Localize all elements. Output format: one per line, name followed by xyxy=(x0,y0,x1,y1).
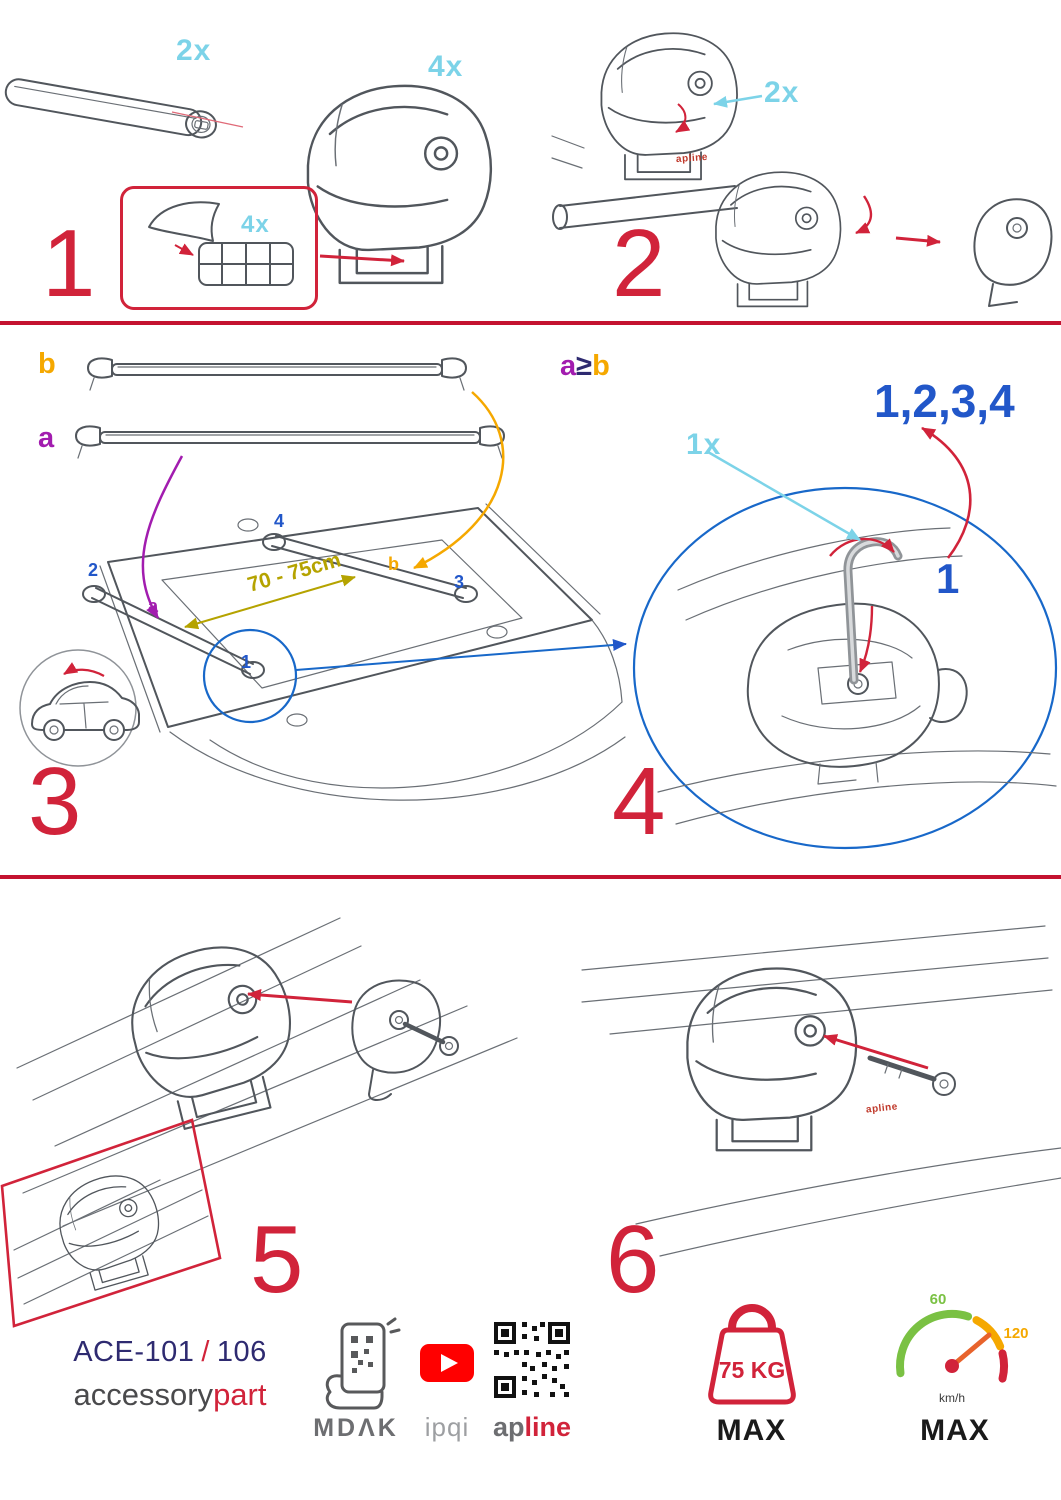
lock-quantity-label: 2x xyxy=(764,76,800,109)
apline-logo-text: apline xyxy=(486,1412,578,1443)
relation-b: b xyxy=(592,350,610,382)
roof-bar-a-label: a xyxy=(148,596,159,616)
foot-mounting-drawing xyxy=(16,917,518,1227)
roof-position-4: 4 xyxy=(274,511,284,531)
relation-a: a xyxy=(560,350,577,382)
bar-relation-label: a≥b xyxy=(560,350,610,383)
max-weight-icon: 75 KG xyxy=(708,1304,796,1405)
bar-distance-label: 70 - 75cm xyxy=(245,548,343,596)
roof-position-1: 1 xyxy=(241,652,251,672)
mdak-logo-text: MDΛK xyxy=(313,1414,399,1442)
step-1-number: 1 xyxy=(42,210,95,317)
youtube-icon xyxy=(420,1344,474,1382)
brand-wordmark: accessorypart xyxy=(50,1377,290,1413)
rubber-pad-inset: 4x xyxy=(120,186,318,310)
step-5-number: 5 xyxy=(250,1206,303,1313)
roof-position-2: 2 xyxy=(88,560,98,580)
apline-gray: ap xyxy=(492,1412,525,1442)
model-number: ACE-101/106 xyxy=(50,1336,290,1369)
section-divider-top xyxy=(0,321,1061,325)
bar-assembly-drawing xyxy=(552,171,1053,308)
bar-a-label: a xyxy=(38,422,55,454)
ipqi-logo-text: ipqi xyxy=(424,1412,470,1442)
model-brand-block: ACE-101/106 accessorypart xyxy=(50,1336,290,1413)
crossbar-tube-drawing xyxy=(4,78,217,139)
step-4-number: 4 xyxy=(612,748,665,855)
brand-red: part xyxy=(213,1377,267,1412)
speed-unit-label: km/h xyxy=(939,1391,965,1405)
foot-quantity-label: 4x xyxy=(428,50,464,83)
pad-quantity-label: 4x xyxy=(241,211,270,238)
qr-code xyxy=(494,1322,570,1398)
section-divider-bottom xyxy=(0,875,1061,879)
qr-scan-hand-icon xyxy=(325,1317,401,1410)
step-6-number: 6 xyxy=(606,1206,659,1313)
weight-max-label: MAX xyxy=(716,1414,787,1447)
speed-max-label: MAX xyxy=(920,1414,990,1447)
roof-bar-b-label: b xyxy=(388,554,399,574)
roof-position-3: 3 xyxy=(454,572,464,592)
tightening-order-label: 1,2,3,4 xyxy=(874,375,1015,427)
two-crossbars-drawing xyxy=(75,357,505,459)
model-separator: / xyxy=(201,1336,210,1368)
speed-low-label: 60 xyxy=(930,1291,947,1308)
bar-b-label: b xyxy=(38,348,56,380)
model-left: ACE-101 xyxy=(73,1336,195,1368)
closed-foot-inset-drawing xyxy=(13,1164,209,1305)
speed-high-label: 120 xyxy=(1003,1325,1028,1342)
foot-with-lock-drawing xyxy=(551,32,738,181)
rubber-pad-drawing xyxy=(148,201,294,286)
car-side-view-inset xyxy=(19,649,140,767)
first-position-label: 1 xyxy=(936,555,960,602)
tightening-closeup-drawing xyxy=(632,486,1058,850)
model-right: 106 xyxy=(216,1336,267,1368)
brand-gray: accessory xyxy=(73,1377,214,1412)
weight-limit-value: 75 KG xyxy=(719,1357,785,1383)
apline-red: line xyxy=(524,1412,572,1442)
bar-quantity-label: 2x xyxy=(176,34,212,67)
max-speed-icon: 60 120 km/h xyxy=(896,1291,1029,1405)
tool-quantity-label: 1x xyxy=(686,428,722,461)
step-3-number: 3 xyxy=(28,748,81,855)
step-2-number: 2 xyxy=(612,210,665,317)
relation-operator: ≥ xyxy=(576,350,593,382)
